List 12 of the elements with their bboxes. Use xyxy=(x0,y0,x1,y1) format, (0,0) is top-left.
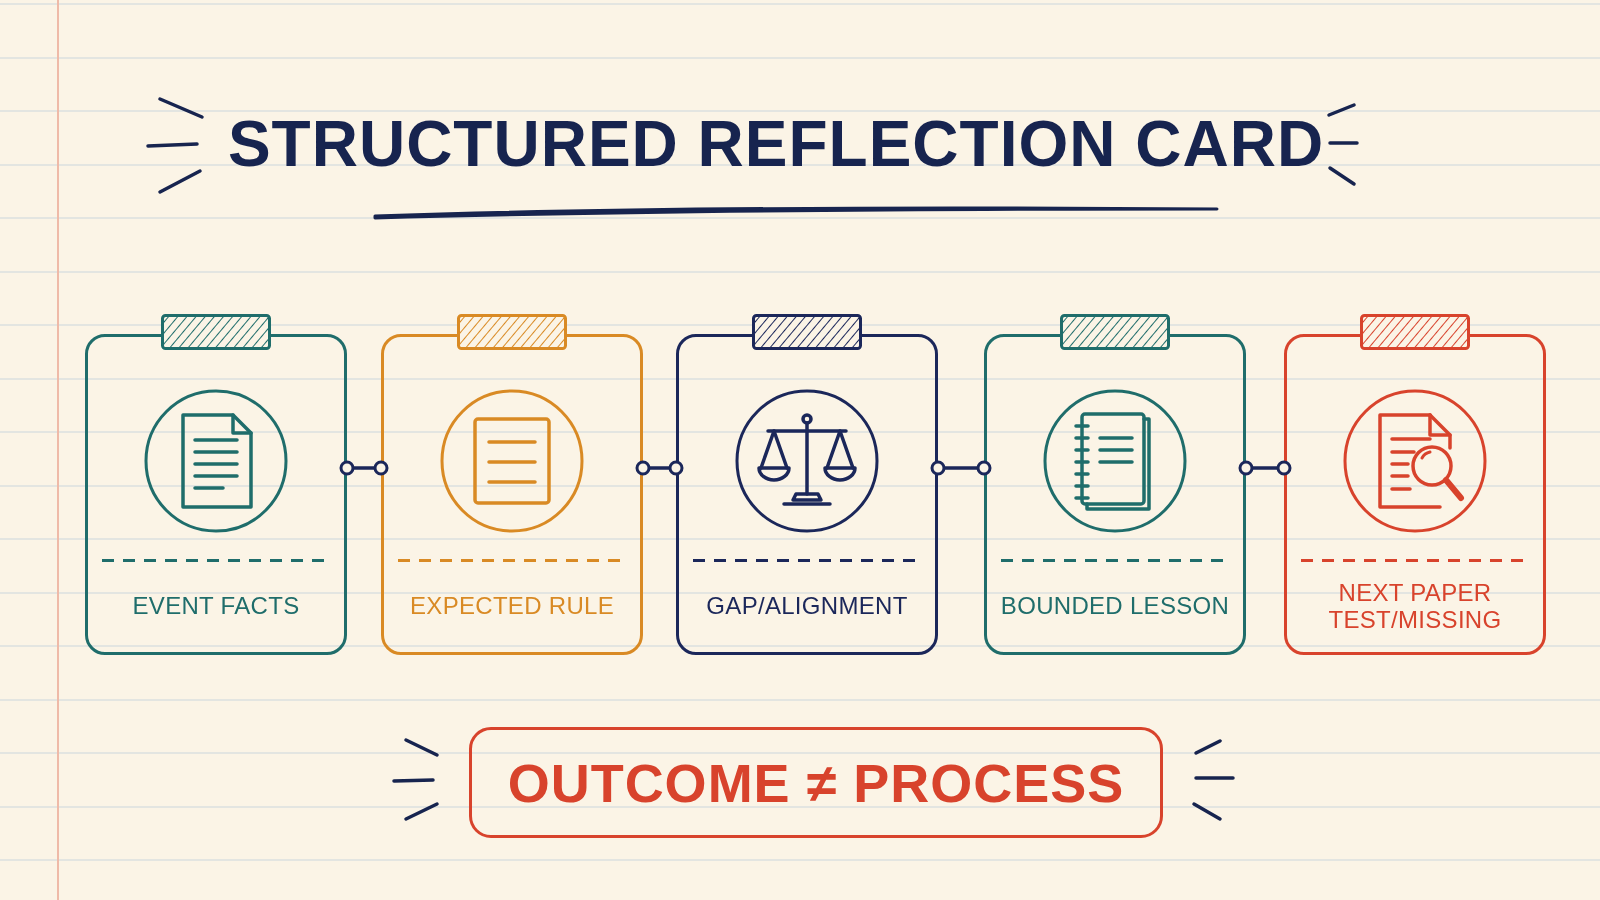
step-label: EVENT FACTS xyxy=(132,593,300,620)
step-label: NEXT PAPER TEST/MISSING xyxy=(1327,580,1503,633)
connector-line xyxy=(1238,460,1292,476)
title: STRUCTURED REFLECTION CARD xyxy=(227,107,1325,182)
step-label: BOUNDED LESSON xyxy=(1000,593,1230,620)
connector-line xyxy=(339,460,389,476)
step-label: GAP/ALIGNMENT xyxy=(706,593,908,620)
step-label: EXPECTED RULE xyxy=(410,593,614,620)
connector-line xyxy=(930,460,992,476)
principle-text: OUTCOME ≠ PROCESS xyxy=(507,751,1125,814)
connector-line xyxy=(635,460,684,476)
highlight-box xyxy=(469,727,1163,838)
